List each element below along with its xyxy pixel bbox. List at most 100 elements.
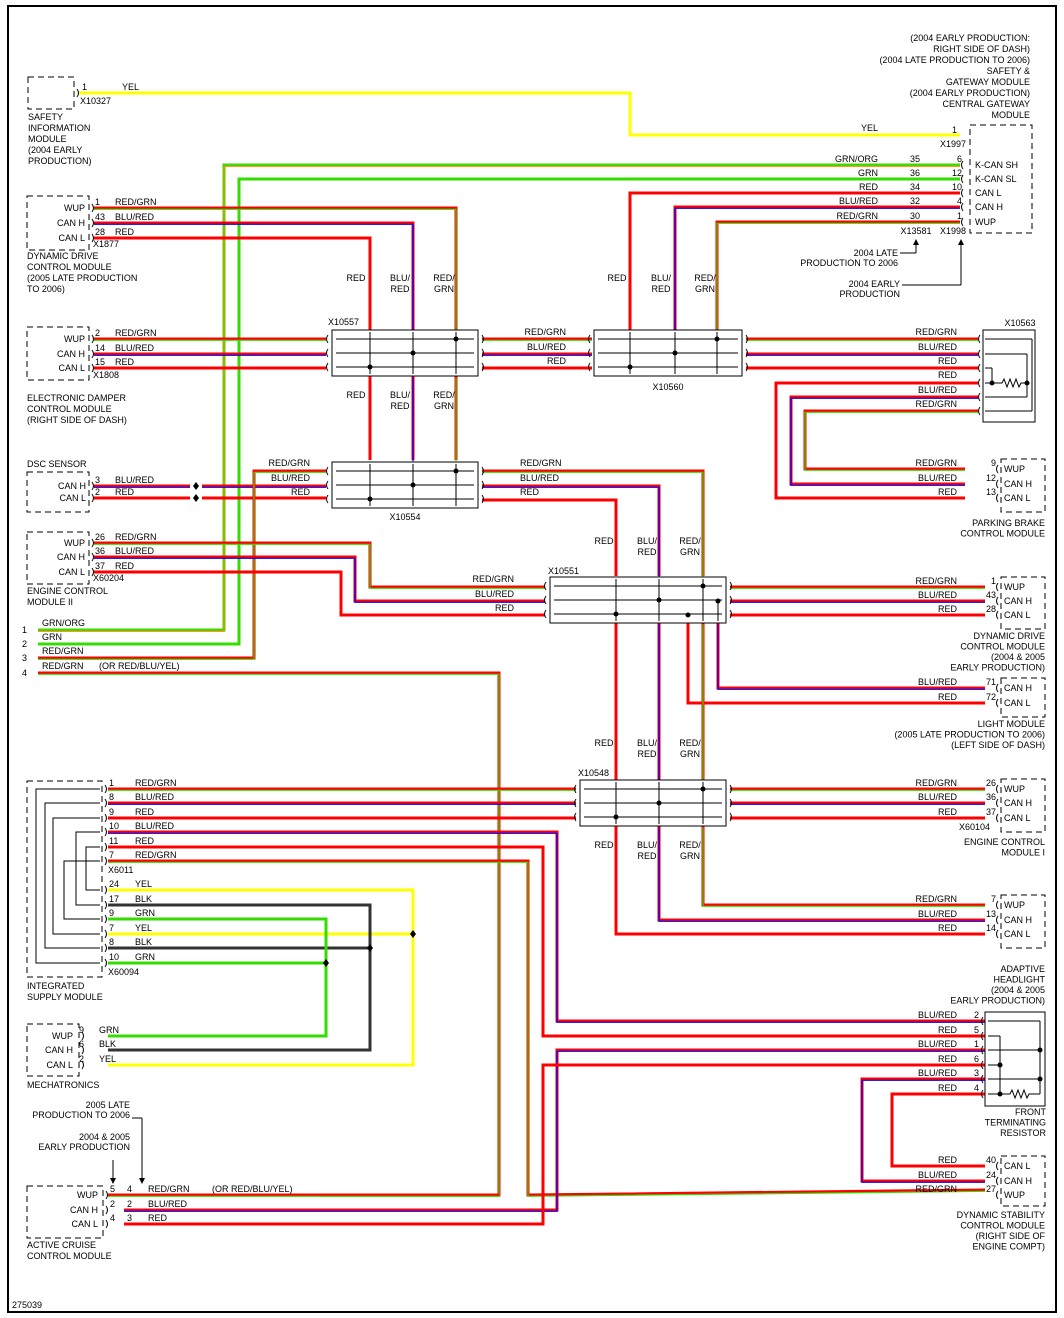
gateway-can-l-wire xyxy=(628,191,960,330)
pin-cavity xyxy=(81,1045,84,1055)
pin-number: 40 xyxy=(986,1155,996,1165)
module-name: ENGINE CONTROL xyxy=(964,837,1045,847)
annotation: PRODUCTION TO 2006 xyxy=(800,258,898,268)
ecm2-wup-stripe xyxy=(94,543,545,589)
components-layer xyxy=(26,76,1046,1239)
pin-cavity xyxy=(996,813,999,823)
pin-cavity xyxy=(961,188,964,198)
wire-color-label: RED/ xyxy=(679,840,701,850)
wire-color-label: RED xyxy=(547,356,567,366)
pin-cavity xyxy=(996,698,999,708)
wire-color-label: RED xyxy=(346,390,366,400)
connector-id: X60104 xyxy=(959,822,990,832)
splice-dot xyxy=(613,814,619,820)
pin-number: 26 xyxy=(95,532,105,542)
module-name: FRONT xyxy=(1015,1107,1046,1117)
wire-color-label: RED xyxy=(938,1025,958,1035)
pin-cavity xyxy=(588,348,591,358)
pin-name: WUP xyxy=(1004,784,1025,794)
arrow-up-icon xyxy=(913,239,919,245)
pin-number: 26 xyxy=(986,778,996,788)
pin-cavity xyxy=(981,1016,984,1026)
wire-color-label: RED xyxy=(115,227,135,237)
resistor-icon xyxy=(992,377,1027,389)
pin-name: K-CAN SH xyxy=(975,160,1018,170)
wire-color-label: GRN xyxy=(680,851,700,861)
wire-color-label: BLU/RED xyxy=(527,342,567,352)
pin-number: 2 xyxy=(127,1199,132,1209)
ism-internal-jumper xyxy=(75,831,100,906)
annotation: 2004 EARLY xyxy=(849,279,900,289)
pin-cavity xyxy=(981,1089,984,1099)
pin-number: 6 xyxy=(79,1039,84,1049)
pin-number: 36 xyxy=(986,792,996,802)
wire-color-label: BLU/RED xyxy=(520,473,560,483)
pin-cavity xyxy=(729,812,732,822)
wire-color-label: RED/GRN xyxy=(524,327,566,337)
wire-color-label: YEL xyxy=(122,82,139,92)
pin-cavity xyxy=(996,929,999,939)
module-name: EARLY PRODUCTION) xyxy=(950,663,1045,673)
pin-cavity xyxy=(104,827,107,837)
mechatronics-module xyxy=(26,1023,80,1077)
wire-color-label: RED xyxy=(594,840,614,850)
pin-number: 32 xyxy=(910,196,920,206)
pin-number: 24 xyxy=(986,1170,996,1180)
splice-diamond xyxy=(193,494,199,502)
ftr-accm-blu-stripe xyxy=(124,1050,985,1212)
wire-color-label: RED/ xyxy=(433,390,455,400)
module-name: CONTROL MODULE xyxy=(960,642,1045,652)
pin-number: 35 xyxy=(910,154,920,164)
pin-number: 2 xyxy=(95,487,100,497)
wire-color-label: BLU/RED xyxy=(135,821,175,831)
pin-name: CAN L xyxy=(975,188,1002,198)
wire-color-label: BLU/RED xyxy=(115,343,155,353)
central-gateway-module xyxy=(969,124,1033,234)
wire-color-label: GRN/ORG xyxy=(835,154,878,164)
pin-cavity xyxy=(326,362,329,372)
wire-color-label: RED/ xyxy=(433,273,455,283)
arrow-down-icon xyxy=(139,1178,145,1184)
pin-name: CAN L xyxy=(1004,610,1031,620)
wire-color-label: RED/GRN xyxy=(915,458,957,468)
pin-cavity xyxy=(574,784,577,794)
pin-cavity xyxy=(961,174,964,184)
pin-name: CAN H xyxy=(1004,596,1032,606)
splice-dot xyxy=(700,583,706,589)
wire-color-label: RED xyxy=(637,749,657,759)
pin-cavity xyxy=(978,349,981,359)
splice-dot xyxy=(627,364,633,370)
x10554-x10551-red xyxy=(482,498,618,576)
ecm2-can-l xyxy=(94,570,545,617)
wire-color-label: GRN xyxy=(680,547,700,557)
pin-name: CAN L xyxy=(1004,493,1031,503)
pin-cavity xyxy=(729,609,732,619)
pin-name: CAN H xyxy=(975,202,1003,212)
pin-cavity xyxy=(481,334,484,344)
splice-dot xyxy=(367,496,373,502)
pin-number: 43 xyxy=(95,212,105,222)
module-name: LIGHT MODULE xyxy=(978,719,1045,729)
module-name: ENGINE COMPT) xyxy=(972,1242,1045,1252)
pin-number: 7 xyxy=(991,894,996,904)
pin-number: 11 xyxy=(109,836,118,846)
pin-name: CAN L xyxy=(58,363,85,373)
pin-cavity xyxy=(481,362,484,372)
pin-number: 14 xyxy=(986,923,996,933)
diagram-id: 275039 xyxy=(12,1300,42,1310)
ism-dscm-rg xyxy=(108,859,986,1197)
module-name: INTEGRATED xyxy=(27,981,85,991)
pin-name: CAN H xyxy=(57,349,85,359)
diagram-frame xyxy=(7,5,1057,1313)
wire-color-label: GRN xyxy=(680,749,700,759)
pin-cavity xyxy=(91,363,94,373)
pin-name: WUP xyxy=(77,1190,98,1200)
module-name: MODULE II xyxy=(27,597,73,607)
module-note: SAFETY & xyxy=(987,66,1030,76)
wire-color-label: RED/GRN xyxy=(915,1184,957,1194)
wire-color-label: RED/GRN xyxy=(148,1184,190,1194)
pin-cavity xyxy=(81,1060,84,1070)
pin-name: WUP xyxy=(1004,582,1025,592)
pin-name: CAN H xyxy=(57,218,85,228)
pin-cavity xyxy=(104,885,107,895)
